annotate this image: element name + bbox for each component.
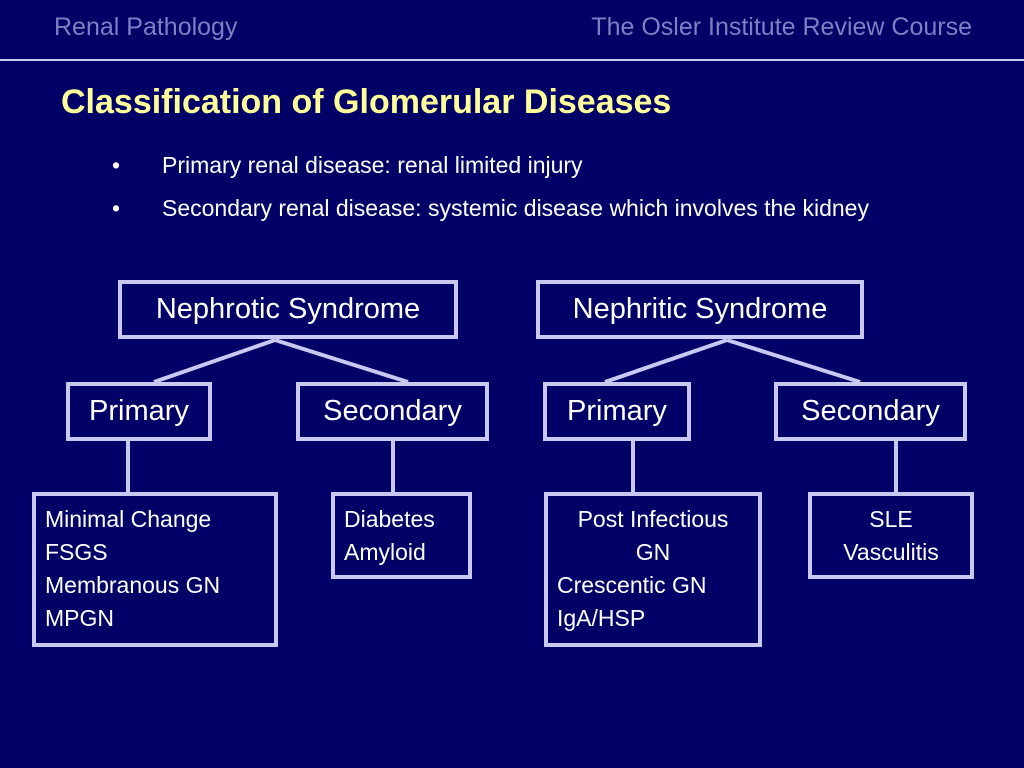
disease-item: FSGS — [45, 539, 108, 565]
disease-item: Amyloid — [344, 539, 426, 565]
slide-title: Classification of Glomerular Diseases — [61, 83, 672, 121]
bullet-text: Secondary renal disease: systemic diseas… — [162, 195, 869, 221]
disease-item: Vasculitis — [843, 539, 939, 565]
nephrotic-secondary-label: Secondary — [323, 395, 462, 427]
disease-item: MPGN — [45, 605, 114, 631]
nephrotic-syndrome-label: Nephrotic Syndrome — [155, 293, 421, 325]
nephritic-secondary-label: Secondary — [801, 395, 940, 427]
nephritic-syndrome-box: Nephritic Syndrome — [536, 280, 864, 339]
header-course-name: The Osler Institute Review Course — [591, 13, 972, 41]
bullet-dot-icon: • — [112, 152, 121, 178]
bullet-text: Primary renal disease: renal limited inj… — [162, 152, 583, 178]
nephrotic-secondary-box: Secondary — [296, 382, 489, 441]
nephrotic-primary-label: Primary — [89, 395, 189, 427]
nephrotic-primary-box: Primary — [66, 382, 212, 441]
bullet-dot-icon: • — [112, 195, 121, 221]
nephritic-primary-diseases-box: Post Infectious GN Crescentic GN IgA/HSP — [544, 492, 762, 647]
header-course-topic: Renal Pathology — [54, 13, 238, 41]
nephritic-syndrome-label: Nephritic Syndrome — [572, 293, 828, 325]
connector-nephrotic-primary — [153, 338, 276, 384]
header-divider — [0, 59, 1024, 61]
nephritic-primary-label: Primary — [567, 395, 667, 427]
nephrotic-primary-diseases-box: Minimal Change FSGS Membranous GN MPGN — [32, 492, 278, 647]
nephrotic-syndrome-box: Nephrotic Syndrome — [118, 280, 458, 339]
nephritic-primary-box: Primary — [543, 382, 691, 441]
disease-item: IgA/HSP — [557, 605, 646, 631]
nephritic-secondary-diseases-box: SLE Vasculitis — [808, 492, 974, 579]
connector-nephritic-primary — [604, 338, 728, 384]
connector-nephrotic-secondary — [274, 338, 409, 384]
disease-item: SLE — [869, 506, 913, 532]
nephritic-secondary-box: Secondary — [774, 382, 967, 441]
disease-item: Post Infectious — [577, 506, 729, 532]
disease-item: Diabetes — [344, 506, 435, 532]
connector-nephritic-secondary — [726, 338, 861, 384]
nephrotic-secondary-diseases-box: Diabetes Amyloid — [331, 492, 472, 579]
disease-item: GN — [635, 539, 671, 565]
disease-item: Minimal Change — [45, 506, 212, 532]
disease-item: Crescentic GN — [557, 572, 707, 598]
disease-item: Membranous GN — [45, 572, 221, 598]
